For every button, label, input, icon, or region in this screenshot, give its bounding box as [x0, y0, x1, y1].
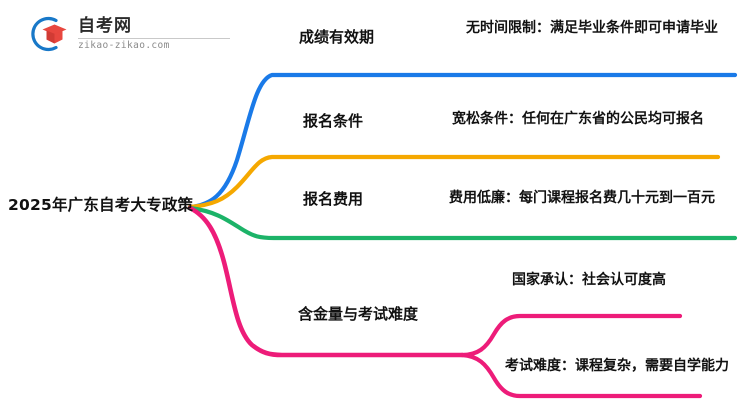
leaf-label-bao-ming-tiao-jian-0: 宽松条件：任何在广东省的公民均可报名	[452, 111, 704, 127]
branch-label-bao-ming-tiao-jian: 报名条件	[303, 112, 364, 130]
connector-branch-2	[187, 205, 738, 241]
connector-branch-3-leaf-1	[459, 352, 703, 399]
connector-branch-3-leaf-0	[459, 313, 683, 358]
connector-branch-1	[187, 154, 721, 210]
branch-label-han-jin-liang-yu-kao-shi-nan-du: 含金量与考试难度	[298, 305, 419, 323]
graduation-cap-icon	[26, 14, 72, 54]
site-logo: 自考网 zikao-zikao.com	[26, 12, 230, 56]
branch-label-cheng-ji-you-xiao-qi: 成绩有效期	[299, 28, 375, 46]
leaf-label-han-jin-liang-0: 国家承认：社会认可度高	[512, 272, 666, 288]
leaf-label-bao-ming-fei-yong-0: 费用低廉：每门课程报名费几十元到一百元	[449, 190, 715, 206]
branch-label-bao-ming-fei-yong: 报名费用	[303, 190, 364, 208]
logo-title: 自考网	[78, 15, 132, 36]
leaf-label-han-jin-liang-1: 考试难度：课程复杂，需要自学能力	[505, 358, 729, 374]
logo-domain: zikao-zikao.com	[78, 39, 170, 51]
leaf-label-cheng-ji-you-xiao-qi-0: 无时间限制：满足毕业条件即可申请毕业	[466, 20, 718, 36]
connector-branch-3	[187, 205, 465, 358]
logo-divider	[78, 37, 230, 39]
root-node-label: 2025年广东自考大专政策	[8, 196, 194, 214]
